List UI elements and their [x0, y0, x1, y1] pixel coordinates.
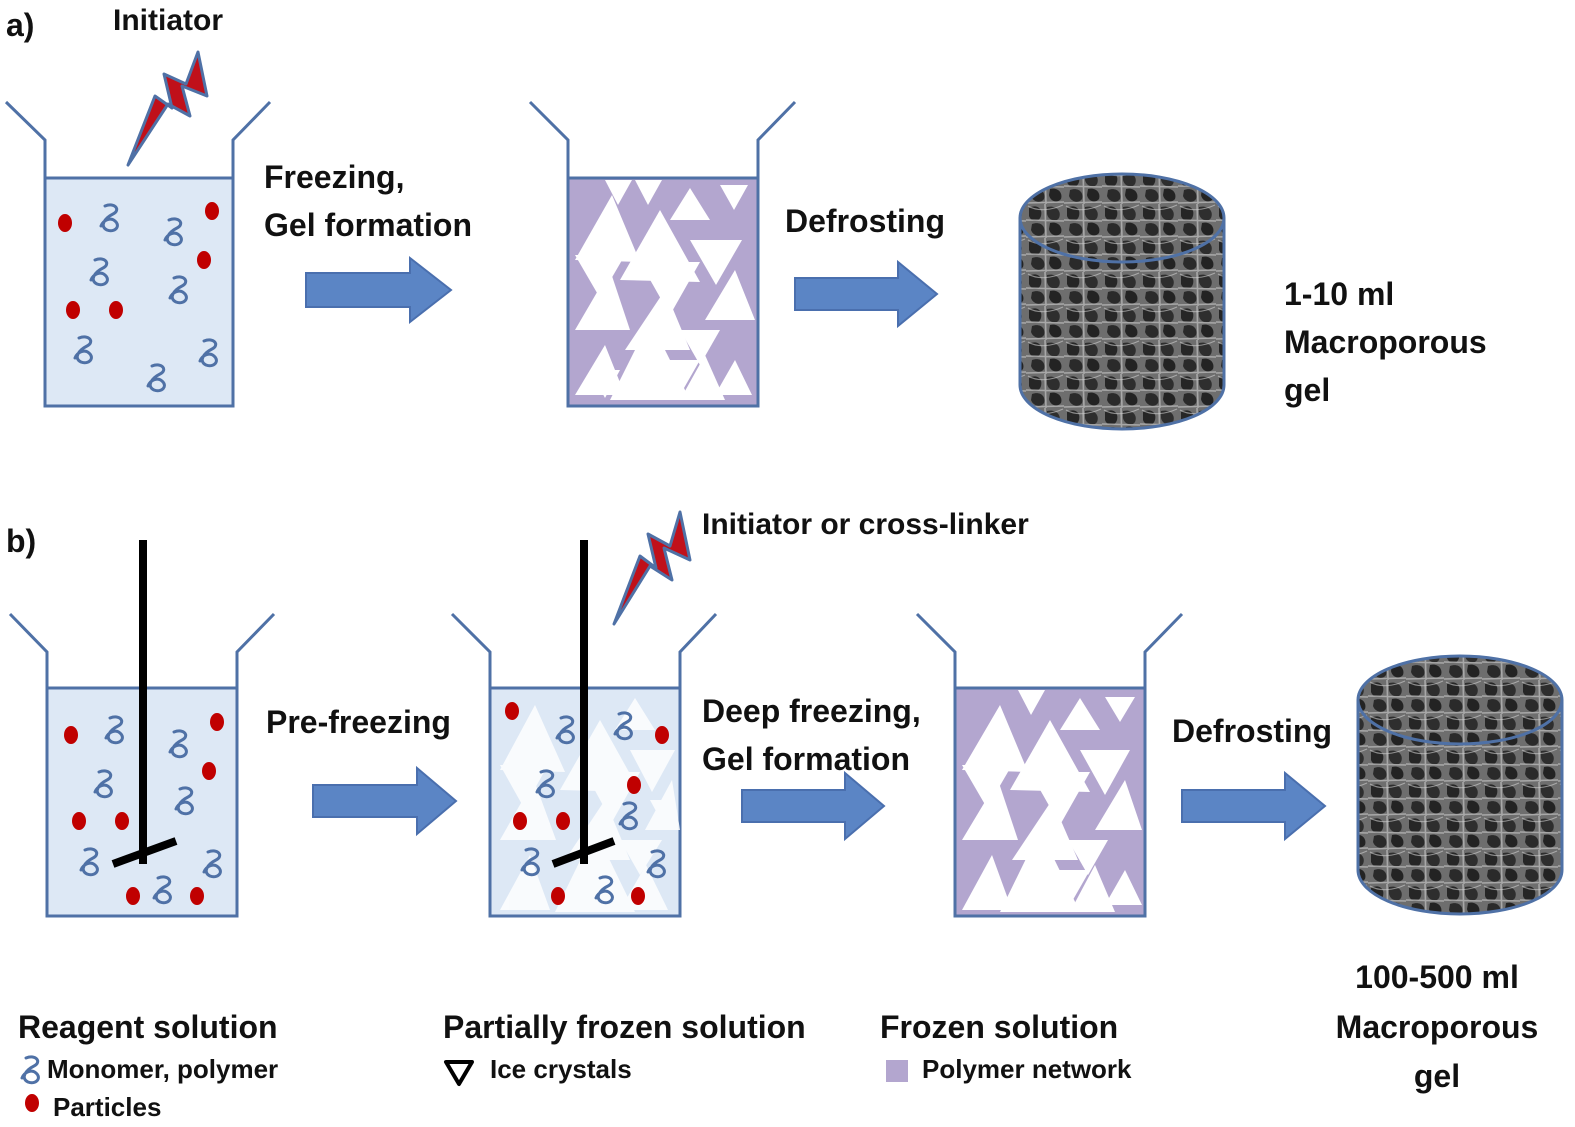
panel-a-initiator-label: Initiator [113, 4, 223, 37]
legend-partial-title: Partially frozen solution [443, 1009, 806, 1045]
macroporous-gel-cylinder-b [1356, 654, 1564, 916]
beaker-reagent-solution-a [4, 100, 272, 408]
step-label-gel-formation: Gel formation [264, 207, 472, 243]
ice-crystal [575, 180, 755, 400]
result-volume-a: 1-10 ml [1284, 276, 1394, 312]
legend-polymer-label: Polymer network [922, 1054, 1132, 1084]
step-label-deep-freezing: Deep freezing, [702, 693, 921, 729]
step-label-freezing: Freezing, [264, 159, 404, 195]
beaker-reagent-solution-b [8, 540, 276, 918]
particle [58, 202, 219, 319]
panel-b-label: b) [6, 523, 36, 559]
result-gel-b: gel [1414, 1058, 1460, 1094]
result-type-a: Macroporous [1284, 324, 1487, 360]
panel-a-label: a) [6, 7, 34, 43]
particles-icon [25, 1094, 39, 1112]
process-arrow [794, 259, 939, 329]
step-label-pre-freezing: Pre-freezing [266, 704, 451, 740]
beaker-frozen-solution-a [528, 100, 797, 408]
process-arrow [741, 770, 886, 842]
legend-monomer-label: Monomer, polymer [47, 1054, 278, 1084]
particle [505, 702, 669, 905]
legend-frozen-title: Frozen solution [880, 1009, 1118, 1045]
legend-particles-label: Particles [53, 1092, 161, 1122]
process-arrow [305, 255, 453, 325]
process-arrow [312, 765, 458, 837]
result-type-b: Macroporous [1336, 1009, 1539, 1045]
step-label-defrosting-a: Defrosting [785, 203, 945, 239]
legend-reagent-title: Reagent solution [18, 1009, 278, 1045]
lightning-icon [126, 50, 209, 167]
result-gel-a: gel [1284, 372, 1330, 408]
ice-crystal-icon [444, 1060, 474, 1086]
legend-ice-label: Ice crystals [490, 1054, 632, 1084]
beaker-partially-frozen-b [450, 540, 718, 918]
polymer-network-icon [886, 1060, 908, 1082]
step-label-defrosting-b: Defrosting [1172, 713, 1332, 749]
ice-crystal [962, 690, 1142, 912]
beaker-frozen-solution-b [915, 612, 1184, 918]
particle [64, 713, 224, 905]
process-arrow [1181, 770, 1327, 842]
panel-b-initiator-label: Initiator or cross-linker [702, 508, 1029, 541]
macroporous-gel-cylinder-a [1018, 172, 1226, 431]
stirrer-icon [111, 540, 178, 868]
result-volume-b: 100-500 ml [1355, 959, 1519, 995]
lightning-icon [612, 510, 692, 626]
stirrer-icon [551, 540, 616, 868]
monomer-polymer-icon [20, 1055, 40, 1085]
step-label-gel-formation-b: Gel formation [702, 741, 910, 777]
